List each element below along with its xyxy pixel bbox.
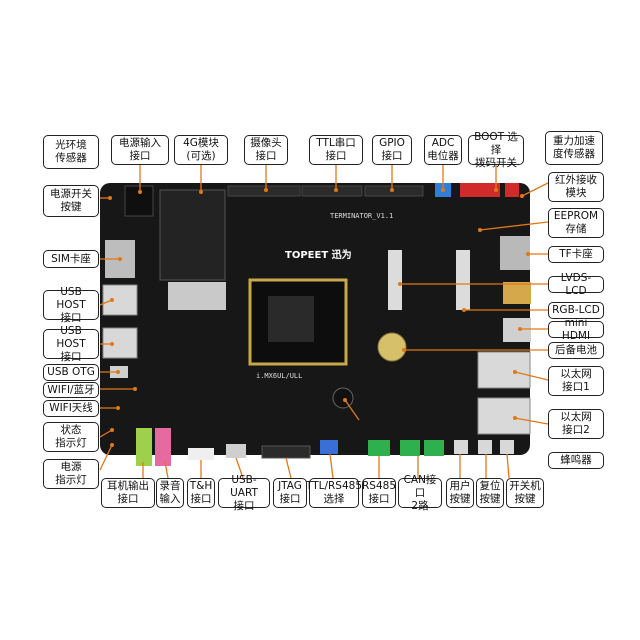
leader-lines (99, 165, 549, 479)
th-connector (188, 448, 214, 460)
uart-connector (301, 185, 363, 197)
label-rgb: RGB-LCD (548, 302, 604, 319)
board-name: TERMINATOR_V1.1 (330, 212, 393, 220)
module-4g-area (159, 189, 226, 281)
label-usb-otg: USB OTG (43, 364, 99, 381)
label-gravity: 重力加速 度传感器 (545, 131, 603, 165)
label-wifi-bt: WIFI/蓝牙 (43, 382, 99, 398)
jtag-connector (261, 445, 311, 459)
onoff-button (500, 440, 514, 454)
can-terminal-2 (424, 440, 444, 456)
label-wifi-antenna: WIFI天线 (43, 400, 99, 417)
label-status-led: 状态 指示灯 (43, 422, 99, 452)
label-jtag: JTAG 接口 (273, 478, 307, 508)
label-eeprom: EEPROM 存储 (548, 208, 604, 238)
label-gpio: GPIO 接口 (372, 135, 412, 165)
label-4g-module: 4G模块 (可选) (174, 135, 228, 165)
label-boot: BOOT 选择 拨码开关 (468, 131, 524, 169)
label-mic: 录音 输入 (156, 478, 184, 508)
reset-button (478, 440, 492, 454)
label-rs485: RS485 接口 (362, 478, 396, 508)
label-usb-uart: USB-UART 接口 (218, 474, 270, 512)
usb-host-1 (102, 284, 138, 316)
usb-host-2 (102, 327, 138, 359)
som-label: i.MX6UL/ULL (256, 372, 302, 380)
label-usb-host-1: USB HOST 接口 (43, 286, 99, 324)
label-tf: TF卡座 (548, 246, 604, 263)
label-adc: ADC 电位器 (424, 135, 462, 165)
usb-uart-port (226, 444, 246, 458)
brand-logo: TOPEET 迅为 (285, 248, 352, 261)
label-buzzer: 蜂鸣器 (548, 452, 604, 469)
label-light-sensor: 光环境 传感器 (43, 135, 99, 169)
label-ethernet-1: 以太网 接口1 (548, 366, 604, 396)
label-th: T&H 接口 (187, 478, 215, 508)
label-usb-host-2: USB HOST 接口 (43, 325, 99, 363)
user-button (454, 440, 468, 454)
tf-card-slot (500, 236, 530, 270)
backup-battery (377, 332, 407, 362)
rgb-connector (456, 250, 470, 310)
label-ir: 红外接收 模块 (548, 172, 604, 202)
lvds-connector (388, 250, 402, 310)
audio-out-jack (136, 428, 152, 466)
mic-in-jack (155, 428, 171, 466)
label-earphone: 耳机输出 接口 (101, 478, 155, 508)
label-can: CAN接口 2路 (398, 474, 442, 512)
camera-connector (227, 185, 301, 197)
label-sim: SIM卡座 (43, 250, 99, 268)
label-power-in: 电源输入 接口 (111, 135, 169, 165)
boot-dip-switch (460, 183, 500, 197)
ethernet-1 (477, 351, 531, 389)
label-power-led: 电源 指示灯 (43, 459, 99, 489)
mini-hdmi-port (503, 282, 531, 304)
label-mini-hdmi: mini HDMI (548, 317, 604, 342)
label-onoff-key: 开关机 按键 (506, 478, 544, 508)
can-terminal-1 (400, 440, 420, 456)
label-reset-key: 复位 按键 (476, 478, 504, 508)
ethernet-2 (477, 397, 531, 435)
label-ttl-rs485: TTL/RS485 选择 (306, 478, 362, 508)
label-battery: 后备电池 (548, 342, 604, 359)
label-user-key: 用户 按键 (446, 478, 474, 508)
buzzer-component (332, 387, 354, 409)
label-lvds: LVDS-LCD (548, 272, 604, 297)
rs485-terminal (368, 440, 390, 456)
label-ttl-serial: TTL串口 接口 (309, 135, 363, 165)
label-ethernet-2: 以太网 接口2 (548, 409, 604, 439)
gpio-connector (364, 185, 424, 197)
label-power-switch: 电源开关 按键 (43, 185, 99, 217)
rs485-jumper (320, 440, 338, 454)
label-camera: 摄像头 接口 (244, 135, 288, 165)
